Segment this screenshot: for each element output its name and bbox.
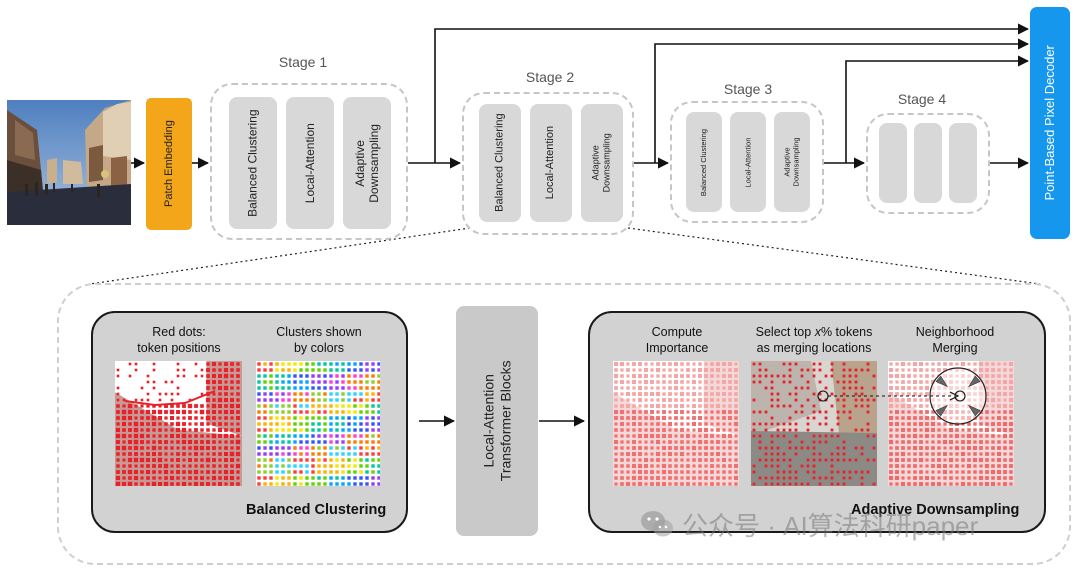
stage-1-local-attention: Local-Attention: [286, 97, 334, 229]
stage-1-balanced-clustering: Balanced Clustering: [229, 97, 277, 229]
stage-2-balanced-clustering: Balanced Clustering: [479, 104, 521, 222]
watermark: 公众号 · AI算法科研paper: [640, 506, 978, 542]
stage-detail-outline: [57, 283, 1071, 565]
stage-2-label: Stage 2: [525, 69, 575, 85]
stage-2-adaptive-downsampling-label: Adaptive Downsampling: [591, 133, 612, 193]
stage-4-label: Stage 4: [897, 91, 947, 107]
token-positions-map: [115, 361, 242, 486]
stage-3-label: Stage 3: [723, 81, 773, 97]
merge-arrow: [817, 390, 966, 402]
balanced-clustering-title: Balanced Clustering: [246, 502, 387, 518]
select-top-text-rest: % tokens as merging locations: [756, 325, 873, 355]
stage-4-box: [866, 113, 990, 214]
importance-map: [613, 361, 739, 486]
stage-1-adaptive-downsampling-label: Adaptive Downsampling: [352, 123, 382, 203]
stage-3-adaptive-downsampling: Adaptive Downsampling: [774, 112, 810, 212]
patch-embedding-label: Patch Embedding: [162, 120, 175, 208]
stage-2-local-attention-label: Local-Attention: [544, 126, 557, 200]
stage-3-local-attention-label: Local-Attention: [743, 136, 753, 188]
stage-4-block-3: [949, 123, 977, 203]
stage-2-adaptive-downsampling: Adaptive Downsampling: [581, 104, 623, 222]
select-top-tokens-heading: Select top x% tokens as merging location…: [743, 325, 885, 356]
stage-2-box: [462, 92, 634, 235]
stage-3-adaptive-downsampling-label: Adaptive Downsampling: [783, 137, 802, 187]
stage-3-box: [670, 101, 824, 223]
stage-3-balanced-clustering-label: Balanced Clustering: [699, 128, 709, 196]
neighborhood-merging-map: [888, 361, 1014, 486]
stage-4-block-1: [879, 123, 907, 203]
compute-importance-heading: Compute Importance: [645, 325, 709, 355]
stage-1-label: Stage 1: [278, 54, 328, 70]
stage-3-balanced-clustering: Balanced Clustering: [686, 112, 722, 212]
point-based-pixel-decoder: Point-Based Pixel Decoder: [1030, 7, 1070, 239]
select-top-text: Select top: [755, 325, 815, 339]
stage-2-local-attention: Local-Attention: [530, 104, 572, 222]
decoder-label: Point-Based Pixel Decoder: [1042, 45, 1058, 201]
select-top-variable: x: [814, 325, 821, 339]
local-attention-label: Local-Attention Transformer Blocks: [480, 360, 513, 482]
adaptive-downsampling-title: Adaptive Downsampling: [851, 502, 1020, 518]
watermark-text: 公众号 · AI算法科研paper: [682, 510, 979, 541]
local-attention-transformer-blocks: Local-Attention Transformer Blocks: [456, 306, 538, 536]
stage-1-balanced-clustering-label: Balanced Clustering: [245, 109, 260, 217]
stage-1-adaptive-downsampling: Adaptive Downsampling: [343, 97, 391, 229]
merging-locations-map: [751, 361, 877, 486]
input-image: [7, 100, 131, 225]
clusters-colored-map: [256, 361, 380, 486]
stage-1-local-attention-label: Local-Attention: [302, 122, 317, 204]
neighborhood-merging-heading: Neighborhood Merging: [915, 325, 995, 355]
stage-2-balanced-clustering-label: Balanced Clustering: [493, 113, 506, 213]
wechat-icon: [641, 511, 673, 537]
stage-1-box: [210, 83, 408, 240]
stage-3-local-attention: Local-Attention: [730, 112, 766, 212]
patch-embedding-block: Patch Embedding: [146, 98, 192, 230]
clusters-colors-heading: Clusters shown by colors: [276, 325, 362, 355]
token-positions-heading: Red dots: token positions: [137, 325, 221, 355]
stage-4-block-2: [914, 123, 942, 203]
